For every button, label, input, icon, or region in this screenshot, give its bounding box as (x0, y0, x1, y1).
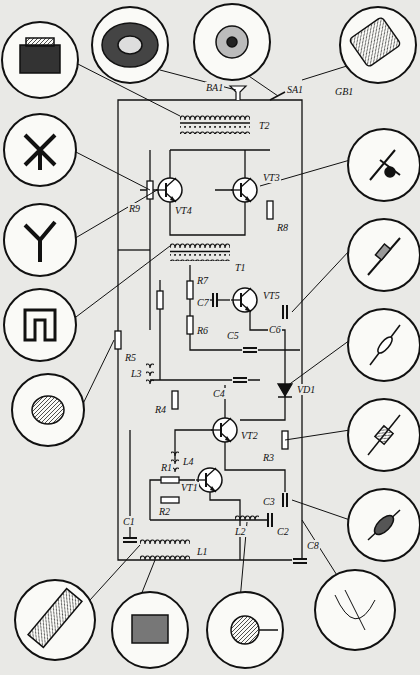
part-label: L1 (196, 546, 209, 557)
part-label: C1 (122, 516, 136, 527)
part-label: SA1 (286, 84, 304, 95)
part-label: R9 (128, 203, 141, 214)
part-label: R1 (160, 462, 173, 473)
part-label: C8 (306, 540, 320, 551)
part-label: C3 (262, 496, 276, 507)
part-label: R4 (154, 404, 167, 415)
part-label: C7 (196, 297, 210, 308)
part-label: C5 (226, 330, 240, 341)
part-label: GB1 (334, 86, 354, 97)
part-label: R2 (158, 506, 171, 517)
part-label: C4 (212, 388, 226, 399)
part-label: VD1 (296, 384, 316, 395)
part-label: C2 (276, 526, 290, 537)
part-label: VT1 (180, 482, 199, 493)
part-label: R3 (262, 452, 275, 463)
part-label: L2 (234, 526, 247, 537)
part-label: VT4 (174, 205, 193, 216)
part-label: C6 (268, 324, 282, 335)
part-label: VT2 (240, 430, 259, 441)
part-label: L3 (130, 368, 143, 379)
part-label: VT5 (262, 290, 281, 301)
part-label: L4 (182, 456, 195, 467)
part-label: R5 (124, 352, 137, 363)
part-label: BA1 (205, 82, 224, 93)
part-label: VT3 (262, 172, 281, 183)
part-label: R7 (196, 275, 209, 286)
part-label: R8 (276, 222, 289, 233)
part-label: T1 (234, 262, 247, 273)
part-label: R6 (196, 325, 209, 336)
part-label: T2 (258, 120, 271, 131)
